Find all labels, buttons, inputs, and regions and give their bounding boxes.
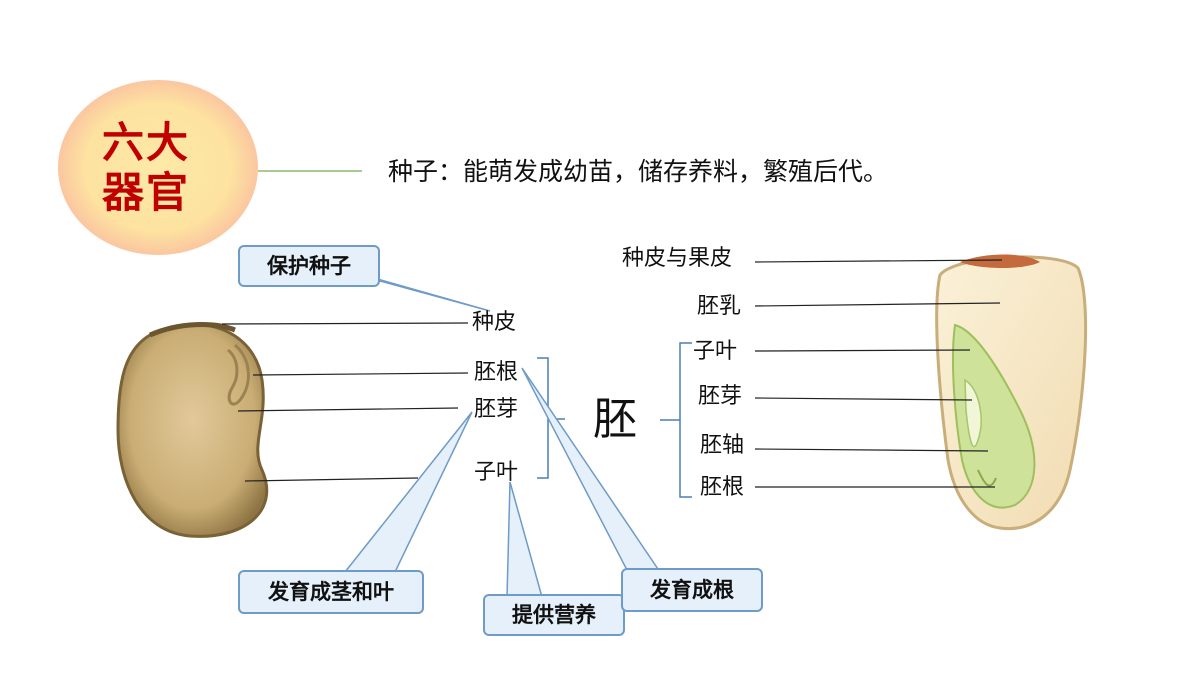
label-radicle: 胚根 <box>474 360 519 385</box>
pointer-root <box>521 367 662 573</box>
corn-embryo-bracket <box>660 342 692 498</box>
label-hypocotyl: 胚轴 <box>700 433 745 458</box>
leader-seed-coat <box>221 322 469 325</box>
label-seed-fruit-coat: 种皮与果皮 <box>622 246 733 271</box>
label-cotyledon: 子叶 <box>474 460 519 485</box>
pointer-stem-leaf <box>343 411 473 573</box>
label-embryo: 胚 <box>593 394 637 445</box>
leader-cotyledon <box>244 477 419 482</box>
label-corn-plumule: 胚芽 <box>698 384 743 409</box>
callout-stem-leaf: 发育成茎和叶 <box>238 570 424 614</box>
leader-corn-plumule <box>754 397 973 401</box>
badge-line-1: 六大 <box>102 118 191 167</box>
label-endosperm: 胚乳 <box>697 294 742 319</box>
leader-corn-cotyledon <box>754 349 971 352</box>
leader-endosperm <box>754 302 1001 307</box>
corn-kernel-illustration <box>935 254 1088 531</box>
label-seed-coat: 种皮 <box>472 310 517 335</box>
badge-title: 六大 器官 <box>102 118 212 218</box>
callout-protect-seed: 保护种子 <box>238 245 380 287</box>
leader-radicle <box>252 372 469 376</box>
organ-badge <box>58 80 258 255</box>
leader-hypocotyl <box>754 448 989 452</box>
callout-nutrition: 提供营养 <box>483 594 625 636</box>
pointer-nutrition <box>506 481 543 598</box>
callout-root: 发育成根 <box>621 568 763 612</box>
label-corn-cotyledon: 子叶 <box>693 339 738 364</box>
leader-seed-fruit-coat <box>754 259 1003 263</box>
seed-definition: 种子：能萌发成幼苗，储存养料，繁殖后代。 <box>388 157 889 186</box>
badge-line-2: 器官 <box>102 168 191 217</box>
label-plumule: 胚芽 <box>474 397 519 422</box>
bean-seed-illustration <box>116 322 269 538</box>
leader-plumule <box>237 407 459 412</box>
label-corn-radicle: 胚根 <box>700 475 745 500</box>
